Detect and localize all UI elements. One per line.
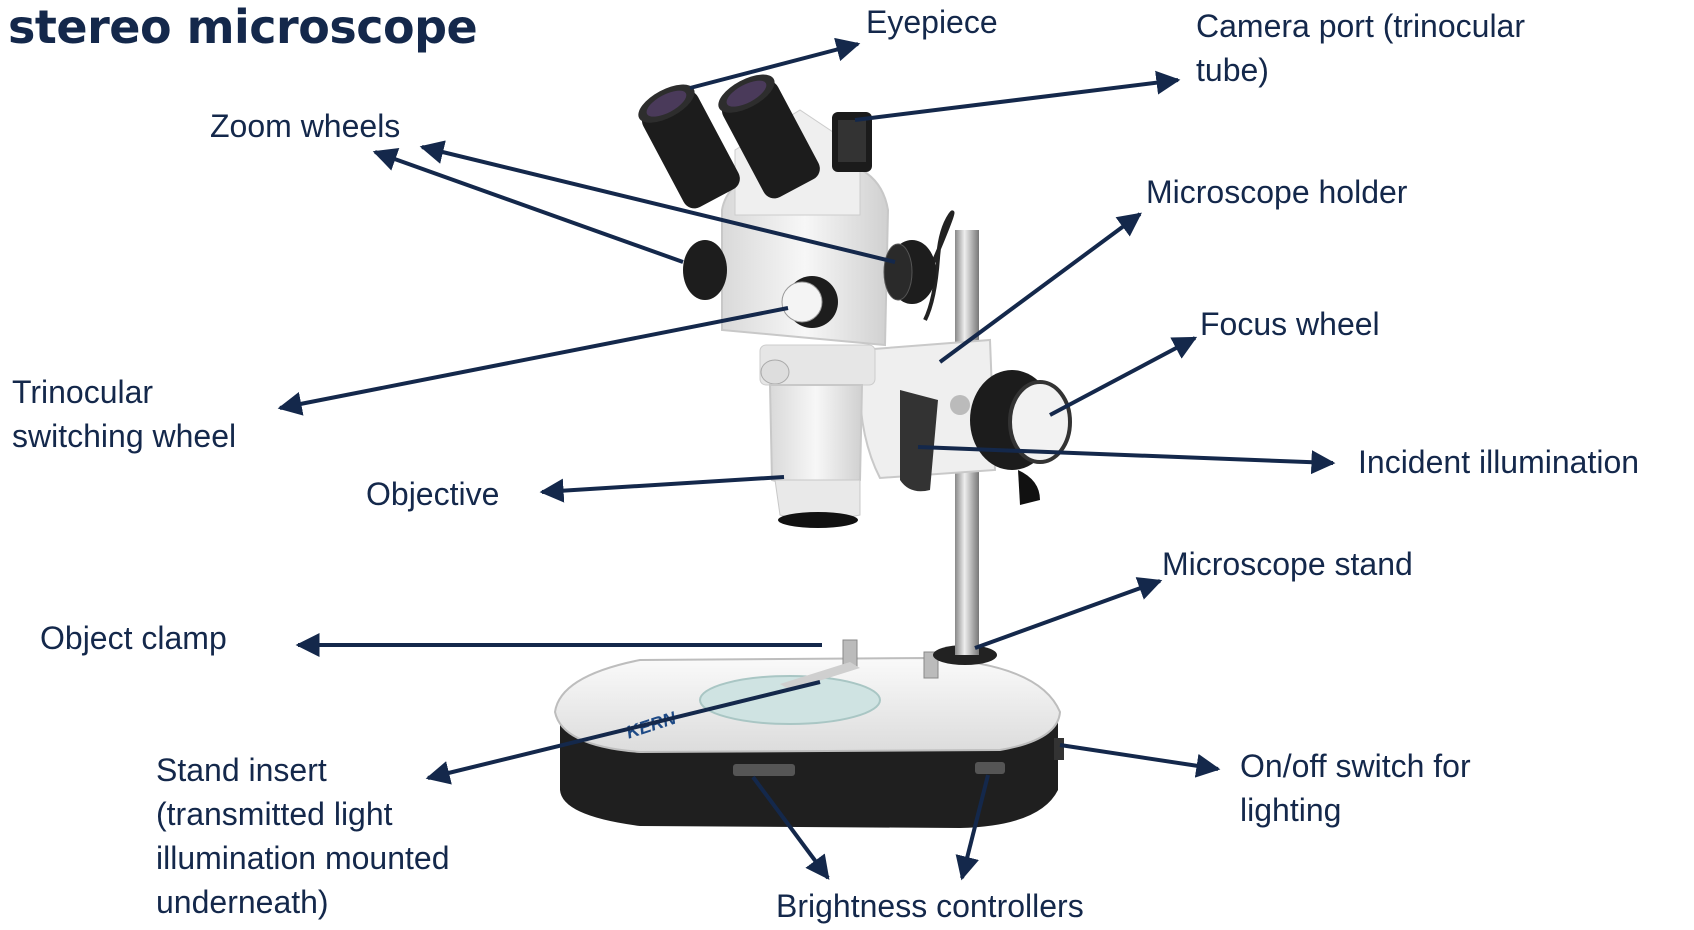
label-on-off-switch: On/off switch for lighting: [1240, 744, 1471, 832]
arrow-microscope-stand: [975, 581, 1160, 648]
arrow-on-off: [1060, 745, 1218, 769]
label-camera-port-line2: tube): [1196, 48, 1525, 92]
label-object-clamp: Object clamp: [40, 616, 227, 660]
label-trinocular-switching-wheel: Trinocular switching wheel: [12, 370, 236, 458]
label-eyepiece: Eyepiece: [866, 0, 998, 44]
label-stand-insert-line1: Stand insert: [156, 748, 450, 792]
label-brightness-controllers: Brightness controllers: [776, 884, 1084, 928]
label-stand-insert-line3: illumination mounted: [156, 836, 450, 880]
arrow-objective: [542, 477, 784, 492]
arrow-camera-port: [855, 80, 1178, 120]
microscope-illustration: KERN: [555, 67, 1070, 828]
label-on-off-line1: On/off switch for: [1240, 744, 1471, 788]
label-incident-illumination: Incident illumination: [1358, 440, 1639, 484]
arrow-zoom-wheel-left: [375, 152, 683, 262]
focus-knob: [970, 370, 1070, 505]
label-stand-insert-line4: underneath): [156, 880, 450, 924]
incident-lamp: [900, 390, 938, 491]
label-stand-insert: Stand insert (transmitted light illumina…: [156, 748, 450, 924]
label-stand-insert-line2: (transmitted light: [156, 792, 450, 836]
arrow-trinocular: [280, 308, 788, 408]
label-trinocular-line2: switching wheel: [12, 414, 236, 458]
label-camera-port-line1: Camera port (trinocular: [1196, 4, 1525, 48]
page-title: stereo microscope: [8, 0, 477, 54]
label-objective: Objective: [366, 472, 499, 516]
label-focus-wheel: Focus wheel: [1200, 302, 1380, 346]
label-microscope-stand: Microscope stand: [1162, 542, 1413, 586]
label-microscope-holder: Microscope holder: [1146, 170, 1407, 214]
label-zoom-wheels: Zoom wheels: [210, 104, 400, 148]
label-camera-port: Camera port (trinocular tube): [1196, 4, 1525, 92]
arrow-focus-wheel: [1050, 338, 1195, 415]
label-trinocular-line1: Trinocular: [12, 370, 236, 414]
label-on-off-line2: lighting: [1240, 788, 1471, 832]
